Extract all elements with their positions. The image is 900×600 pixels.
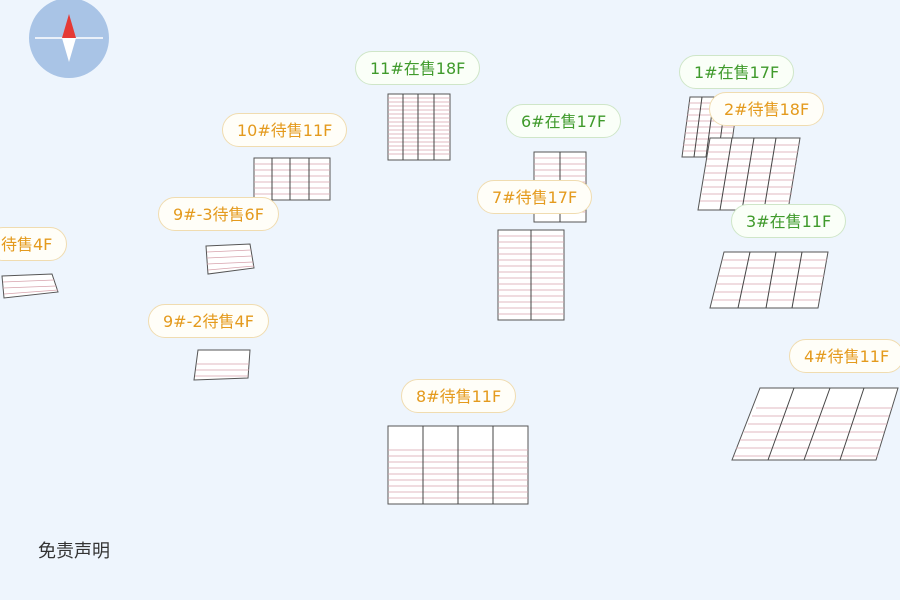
building-model-9-2[interactable] <box>192 348 254 384</box>
building-label-6[interactable]: 6#在售17F <box>506 104 622 138</box>
building-label-9-2[interactable]: 9#-2待售4F <box>148 304 269 338</box>
building-label-2[interactable]: 2#待售18F <box>709 92 825 126</box>
building-model-5[interactable] <box>0 270 60 302</box>
building-model-3[interactable] <box>708 248 830 312</box>
building-model-8[interactable] <box>386 424 530 506</box>
building-label-8[interactable]: 8#待售11F <box>401 379 517 413</box>
building-label-11[interactable]: 11#在售18F <box>355 51 481 85</box>
building-label-4[interactable]: 4#待售11F <box>789 339 900 373</box>
building-model-9-3[interactable] <box>204 240 256 278</box>
building-model-4[interactable] <box>730 386 900 464</box>
building-model-2[interactable] <box>696 136 802 214</box>
building-label-5[interactable]: 待售4F <box>0 227 68 261</box>
building-label-3[interactable]: 3#在售11F <box>731 204 847 238</box>
building-label-10[interactable]: 10#待售11F <box>222 113 348 147</box>
building-model-11[interactable] <box>386 92 452 162</box>
disclaimer-link[interactable]: 免责声明 <box>38 541 110 562</box>
building-model-7[interactable] <box>496 228 566 322</box>
compass-icon[interactable] <box>27 0 111 80</box>
building-label-7[interactable]: 7#待售17F <box>477 180 593 214</box>
building-model-10[interactable] <box>252 154 332 202</box>
building-label-1[interactable]: 1#在售17F <box>679 55 795 89</box>
building-label-9-3[interactable]: 9#-3待售6F <box>158 197 279 231</box>
